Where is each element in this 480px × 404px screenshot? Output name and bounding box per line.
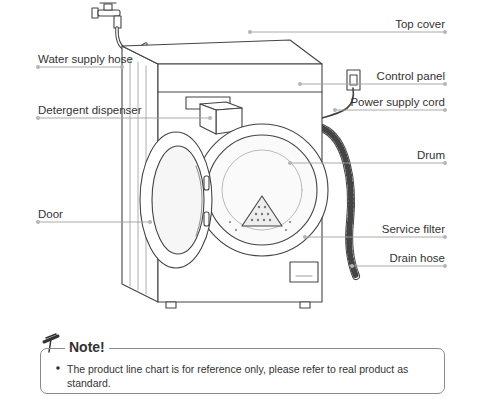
dispenser-side [200, 104, 216, 134]
power-outlet [347, 70, 360, 90]
part-label: Drum [417, 148, 445, 162]
service-filter [290, 262, 318, 282]
part-label: Door [38, 207, 63, 221]
part-label: Service filter [382, 222, 445, 236]
part-label: Top cover [395, 17, 445, 31]
drum [207, 135, 317, 245]
part-label: Drain hose [389, 251, 445, 265]
power-cord [322, 88, 353, 118]
water-tap [92, 3, 121, 28]
pin-icon [44, 334, 58, 352]
part-label: Control panel [377, 69, 445, 83]
foot [166, 302, 176, 308]
open-door [140, 132, 212, 268]
note-heading: Note! [65, 338, 109, 356]
leader-lines [38, 32, 445, 266]
top-cover [122, 40, 322, 64]
door-ring [196, 124, 328, 256]
note-box: Note!The product line chart is for refer… [40, 348, 445, 394]
drum-paddle [242, 196, 282, 226]
note-text: The product line chart is for reference … [67, 362, 436, 390]
leader-dots [36, 30, 447, 268]
bullet-dot [56, 366, 60, 370]
foot [300, 302, 310, 308]
part-label: Power supply cord [350, 95, 445, 109]
part-label: Water supply hose [38, 52, 133, 66]
part-label: Detergent dispenser [38, 103, 142, 117]
control-panel-edge [158, 91, 322, 92]
